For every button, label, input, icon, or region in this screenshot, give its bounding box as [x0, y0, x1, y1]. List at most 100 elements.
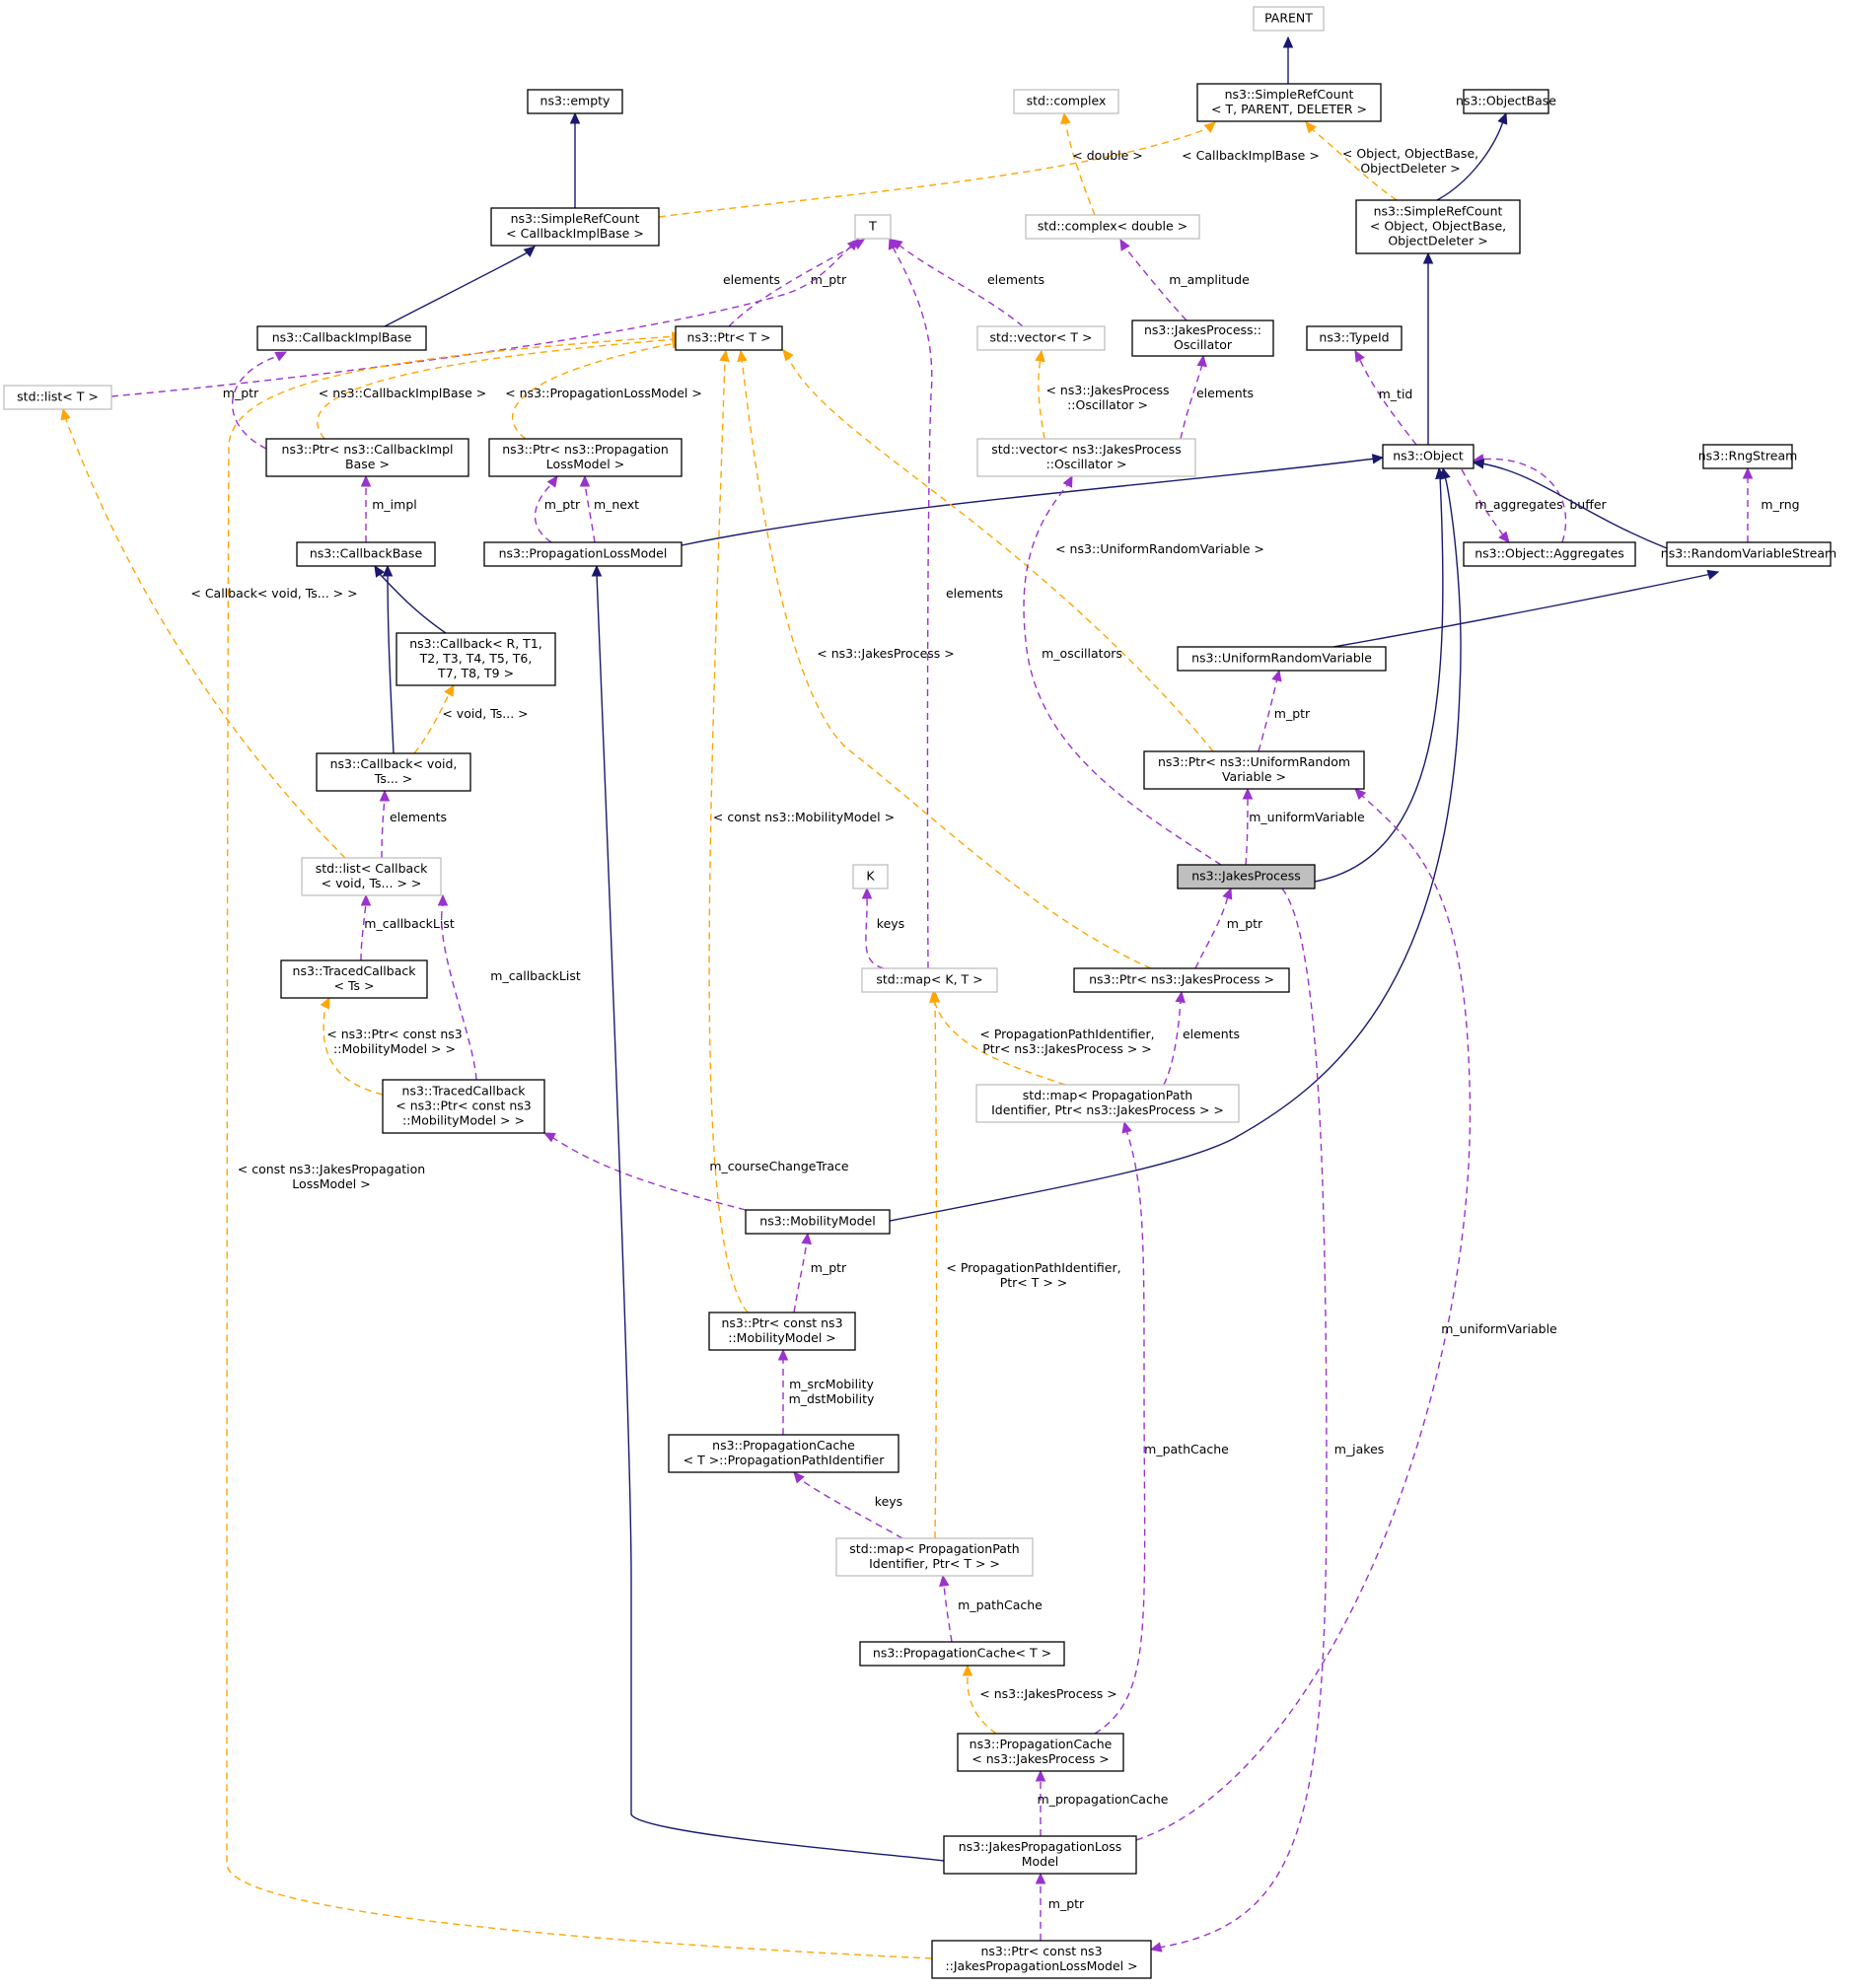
edge-arrowhead	[1121, 1120, 1132, 1134]
node-object[interactable]: ns3::Object	[1382, 444, 1475, 469]
node-ptrurv[interactable]: ns3::Ptr< ns3::UniformRandomVariable >	[1143, 750, 1365, 790]
node-rngstream[interactable]: ns3::RngStream	[1698, 444, 1798, 469]
edge-ptrjp-to-ptrt: < ns3::JakesProcess >	[737, 349, 1152, 969]
node-mapkt[interactable]: std::map< K, T >	[861, 967, 998, 993]
node-vecosc[interactable]: std::vector< ns3::JakesProcess::Oscillat…	[976, 438, 1196, 477]
node-label-line: < ns3::JakesProcess >	[971, 1751, 1109, 1766]
edge-cib-to-src-cib	[384, 246, 536, 327]
node-listcb[interactable]: std::list< Callback< void, Ts... > >	[301, 857, 442, 896]
node-tcmm[interactable]: ns3::TracedCallback< ns3::Ptr< const ns3…	[382, 1079, 545, 1134]
edge-ptrplm-to-ptrt: < ns3::PropagationLossModel >	[505, 338, 702, 440]
node-label-line: Variable >	[1222, 769, 1286, 784]
node-label-line: ns3::Ptr< ns3::Propagation	[502, 442, 669, 457]
edge-line	[943, 1583, 953, 1643]
node-cib[interactable]: ns3::CallbackImplBase	[256, 325, 427, 351]
node-mm[interactable]: ns3::MobilityModel	[745, 1209, 891, 1235]
edge-pct-to-mapppi-t: m_pathCache	[939, 1574, 1043, 1643]
edge-line	[384, 251, 529, 327]
node-label-line: ns3::Ptr< ns3::JakesProcess >	[1089, 972, 1274, 987]
edge-mapppi-jp-to-ptrjp: elements	[1163, 990, 1240, 1086]
edge-line-tail	[1040, 350, 1043, 359]
edge-line	[534, 482, 553, 543]
edge-arrowhead	[1271, 669, 1282, 682]
edge-line	[226, 335, 933, 1959]
edge-line-tail	[277, 351, 287, 357]
edge-arrowhead	[60, 407, 71, 421]
node-box	[1253, 6, 1325, 32]
edges-layer: < Object, ObjectBase,ObjectDeleter >< Ca…	[60, 36, 1800, 1959]
node-empty[interactable]: ns3::empty	[527, 89, 623, 114]
node-agg[interactable]: ns3::Object::Aggregates	[1463, 541, 1636, 567]
node-cbv[interactable]: ns3::Callback< void,Ts... >	[316, 752, 471, 792]
node-src-cib[interactable]: ns3::SimpleRefCount< CallbackImplBase >	[490, 207, 660, 247]
edge-tc-to-listcb: m_callbackList	[360, 893, 455, 961]
node-ppi[interactable]: ns3::PropagationCache< T >::PropagationP…	[668, 1434, 900, 1473]
node-ptrt[interactable]: ns3::Ptr< T >	[675, 325, 783, 351]
node-pcjp[interactable]: ns3::PropagationCache< ns3::JakesProcess…	[957, 1733, 1124, 1772]
node-box	[1177, 864, 1316, 889]
node-plm[interactable]: ns3::PropagationLossModel	[483, 541, 683, 567]
edge-label: m_aggregates	[1475, 497, 1562, 512]
node-pct[interactable]: ns3::PropagationCache< T >	[859, 1641, 1065, 1667]
edge-line-tail	[62, 408, 66, 418]
edge-ptrurv-to-urv: m_ptr	[1258, 669, 1311, 752]
edge-line-tail	[782, 349, 788, 356]
edge-line	[596, 573, 945, 1862]
node-stdcomplex[interactable]: std::complex	[1013, 89, 1119, 114]
edge-line-tail	[852, 239, 859, 246]
node-rvs[interactable]: ns3::RandomVariableStream	[1661, 541, 1836, 567]
node-src-obj[interactable]: ns3::SimpleRefCount< Object, ObjectBase,…	[1355, 199, 1521, 254]
node-vect[interactable]: std::vector< T >	[976, 325, 1106, 351]
node-box	[854, 214, 892, 240]
node-stdlistt[interactable]: std::list< T >	[3, 385, 112, 410]
node-cb9[interactable]: ns3::Callback< R, T1,T2, T3, T4, T5, T6,…	[396, 632, 556, 686]
edge-label: keys	[877, 916, 904, 931]
node-mapppi-jp[interactable]: std::map< PropagationPathIdentifier, Ptr…	[975, 1084, 1240, 1123]
node-urv[interactable]: ns3::UniformRandomVariable	[1177, 646, 1387, 672]
node-ptrplm[interactable]: ns3::Ptr< ns3::PropagationLossModel >	[488, 438, 683, 477]
node-jp[interactable]: ns3::JakesProcess	[1177, 864, 1316, 889]
node-box	[1131, 320, 1274, 357]
node-ptrcib[interactable]: ns3::Ptr< ns3::CallbackImplBase >	[265, 438, 469, 477]
edge-line	[1194, 895, 1229, 969]
edge-src-t-to-parent	[1282, 36, 1294, 84]
node-src-t[interactable]: ns3::SimpleRefCount< T, PARENT, DELETER …	[1196, 83, 1382, 122]
edge-line	[1332, 573, 1712, 648]
node-mapppi-t[interactable]: std::map< PropagationPathIdentifier, Ptr…	[835, 1537, 1034, 1577]
node-ptrjplm[interactable]: ns3::Ptr< const ns3::JakesPropagationLos…	[931, 1940, 1152, 1979]
node-label-line: ns3::Ptr< const ns3	[980, 1944, 1102, 1958]
node-box	[1702, 444, 1793, 469]
edge-label: m_uniformVariable	[1441, 1321, 1557, 1336]
edge-plm-to-ptrplm: m_ptr	[534, 475, 581, 543]
edge-line-tail	[1227, 888, 1232, 897]
node-ptrmm[interactable]: ns3::Ptr< const ns3::MobilityModel >	[708, 1312, 856, 1351]
node-cplxd[interactable]: std::complex< double >	[1025, 214, 1200, 240]
edge-ptrmm-to-mm: m_ptr	[793, 1232, 847, 1314]
edge-line	[1478, 458, 1567, 543]
node-typeid[interactable]: ns3::TypeId	[1306, 325, 1403, 351]
edge-label: < Object, ObjectBase,	[1342, 146, 1478, 161]
node-t[interactable]: T	[854, 214, 892, 240]
edge-vect-to-t: elements	[891, 239, 1044, 327]
edge-line-tail	[1201, 355, 1204, 365]
node-box	[490, 207, 660, 247]
edge-line	[799, 1478, 903, 1539]
node-jplm[interactable]: ns3::JakesPropagationLossModel	[943, 1835, 1137, 1875]
node-cb[interactable]: ns3::CallbackBase	[296, 541, 436, 567]
node-k[interactable]: K	[852, 864, 889, 889]
node-osc[interactable]: ns3::JakesProcess::Oscillator	[1131, 320, 1274, 357]
node-parent[interactable]: PARENT	[1253, 6, 1325, 32]
edge-pcjp-to-mapppi-jp: m_pathCache	[1094, 1120, 1229, 1735]
node-label-line: ns3::Ptr< const ns3	[721, 1315, 842, 1330]
node-box	[265, 438, 469, 477]
edge-label: elements	[946, 586, 1003, 601]
node-label-line: std::vector< ns3::JakesProcess	[991, 442, 1181, 457]
node-objectbase[interactable]: ns3::ObjectBase	[1456, 89, 1556, 114]
node-tc[interactable]: ns3::TracedCallback< Ts >	[280, 959, 428, 999]
node-ptrjp[interactable]: ns3::Ptr< ns3::JakesProcess >	[1073, 967, 1290, 993]
edge-line-tail	[1067, 475, 1073, 485]
edge-src-cib-to-src-t: < CallbackImplBase >	[658, 121, 1320, 218]
edge-cb9-to-cb	[374, 564, 447, 634]
edge-line	[387, 573, 395, 754]
